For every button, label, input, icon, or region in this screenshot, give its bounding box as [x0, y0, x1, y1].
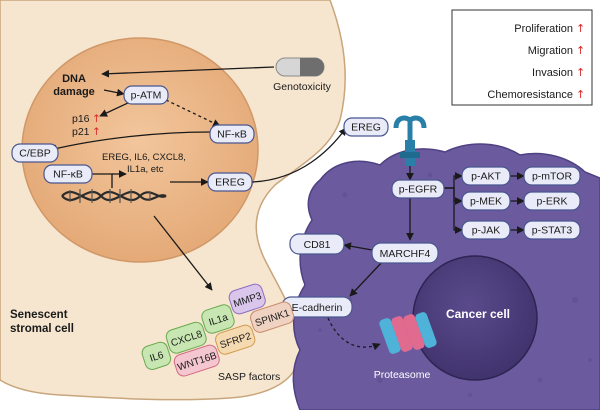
sasp-factors-label: SASP factors: [218, 371, 280, 383]
legend-proliferation-up-icon: ↑: [576, 22, 585, 35]
sasp-mmp3-box: [228, 283, 266, 315]
legend-box: [451, 9, 593, 106]
p21-up-arrow-icon: ↑: [92, 126, 101, 138]
p-atm-node: [123, 85, 169, 105]
cebp-label: C/EBP: [19, 148, 51, 160]
p16-up-arrow-icon: ↑: [92, 113, 101, 125]
p21-label: p21: [72, 126, 90, 138]
sasp-sfrp2-box: [215, 324, 256, 355]
dna-damage-label-2: damage: [53, 86, 95, 98]
cd81-label: CD81: [304, 239, 331, 251]
dna-helix-icon: [61, 189, 167, 203]
sasp-il6-box: [141, 341, 172, 370]
legend-migration: Migration: [528, 45, 573, 57]
p-akt-node: [461, 166, 511, 186]
p-mek-label: p-MEK: [470, 196, 502, 208]
p-erk-label: p-ERK: [537, 196, 568, 208]
p-mtor-node: [523, 166, 581, 186]
sasp-il6-label: IL6: [149, 350, 166, 365]
p16-label: p16: [72, 113, 90, 125]
cd81-node: [289, 233, 345, 255]
sasp-cxcl8-box: [165, 321, 207, 354]
p-mtor-label: p-mTOR: [532, 171, 572, 183]
p-jak-label: p-JAK: [472, 225, 501, 237]
p-egfr-label: p-EGFR: [399, 184, 438, 196]
sasp-spink1-box: [250, 301, 295, 333]
nfkb-inner-node: [43, 164, 93, 184]
p-atm-label: p-ATM: [131, 90, 162, 102]
proteasome-icon: [379, 312, 437, 354]
sasp-wnt16b-box: [173, 344, 220, 377]
proteasome-label: Proteasome: [374, 369, 431, 381]
arrows: [49, 66, 525, 351]
marchf4-label: MARCHF4: [380, 248, 431, 260]
cebp-node: [11, 143, 59, 163]
e-cadherin-label: E-cadherin: [292, 302, 343, 314]
p-egfr-node: [391, 179, 445, 199]
senescent-label-2: stromal cell: [10, 323, 74, 335]
sasp-il1a-box: [201, 304, 235, 334]
genotoxicity-label: Genotoxicity: [273, 81, 332, 93]
p-akt-label: p-AKT: [471, 171, 501, 183]
ereg-stromal-label: EREG: [215, 177, 245, 189]
nfkb-outer-label: NF-κB: [217, 129, 247, 141]
p-stat3-label: p-STAT3: [532, 225, 573, 237]
legend-invasion-up-icon: ↑: [576, 66, 585, 79]
sasp-factor-group: IL6 CXCL8 IL1a MMP3 WNT16B SFRP2 SPINK1: [141, 283, 295, 377]
p-stat3-node: [523, 220, 581, 240]
p-erk-node: [523, 191, 581, 211]
legend-chemoresistance: Chemoresistance: [487, 89, 573, 101]
legend-proliferation: Proliferation: [514, 23, 573, 35]
dna-damage-label-1: DNA: [62, 73, 86, 85]
legend-migration-up-icon: ↑: [576, 44, 585, 57]
gene-list-line-1: EREG, IL6, CXCL8,: [102, 152, 186, 163]
egfr-receptor-icon: [393, 115, 427, 166]
capsule-icon: [275, 57, 325, 77]
legend-invasion: Invasion: [532, 67, 573, 79]
gene-list-line-2: IL1a, etc: [127, 164, 164, 175]
marchf4-node: [371, 242, 439, 264]
cancer-cell-label: Cancer cell: [446, 307, 510, 321]
senescent-label-1: Senescent: [10, 309, 68, 321]
p-jak-node: [461, 220, 511, 240]
nfkb-outer-node: [209, 124, 255, 144]
ereg-receptor-node: [343, 117, 389, 137]
ereg-receptor-label: EREG: [351, 122, 381, 134]
legend-chemoresistance-up-icon: ↑: [576, 88, 585, 101]
nfkb-inner-label: NF-κB: [53, 169, 83, 181]
p-mek-node: [461, 191, 511, 211]
ereg-stromal-node: [207, 172, 253, 192]
